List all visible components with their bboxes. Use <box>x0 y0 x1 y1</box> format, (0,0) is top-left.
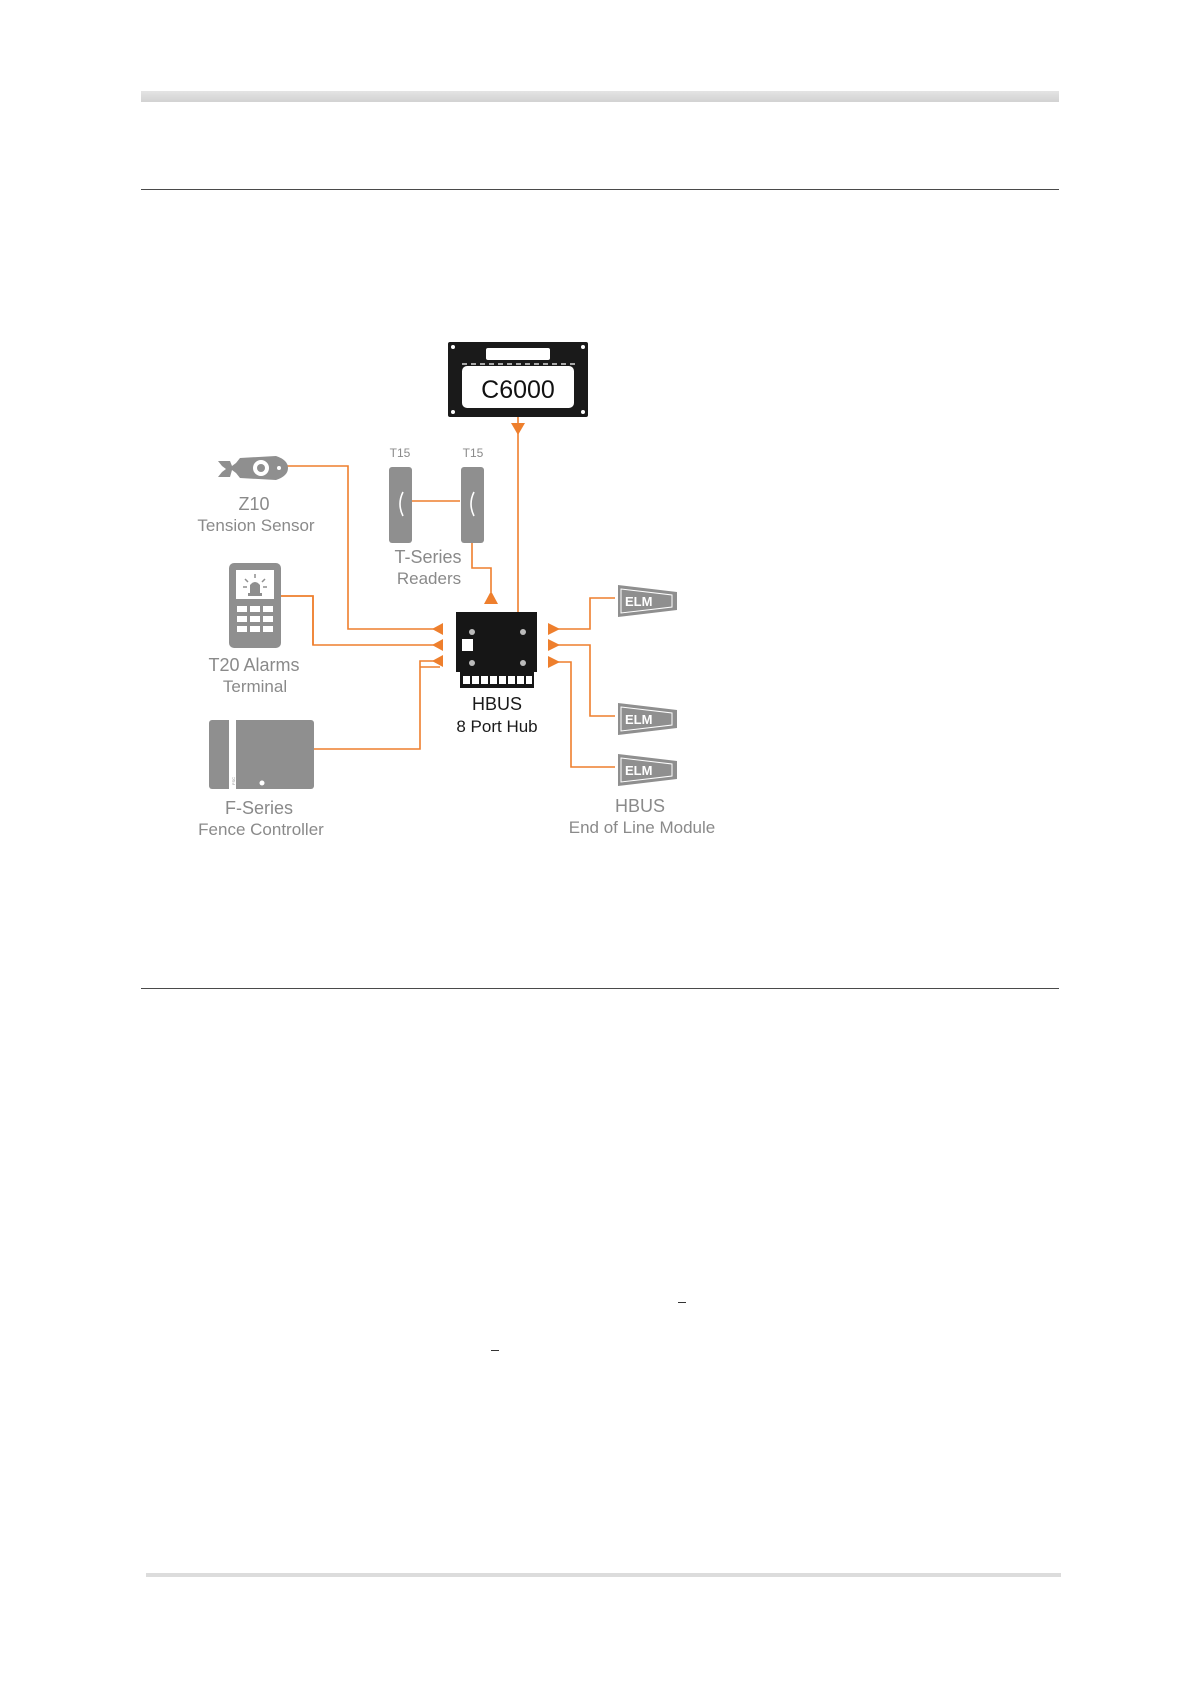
t20-to-hub-line-2 <box>278 596 313 645</box>
elm-module-1: ELM <box>618 585 677 617</box>
fseries-to-hub-line <box>314 661 440 749</box>
fence-controller-icon: FSC <box>209 720 314 789</box>
arrow-controller-down <box>511 423 525 435</box>
elm-badge: ELM <box>625 763 652 778</box>
elm-module-2: ELM <box>618 703 677 735</box>
t20-to-hub-line-1 <box>278 596 440 645</box>
arrow-hub-left-3 <box>432 655 443 667</box>
elm-label-line2: End of Line Module <box>569 818 716 837</box>
fseries-label-line2: Fence Controller <box>198 820 324 839</box>
t20-alarms-terminal: T20 Alarms Terminal <box>208 563 299 696</box>
arrow-hub-right-2 <box>548 639 560 651</box>
tseries-label-line2: Readers <box>397 569 461 588</box>
arrow-hub-left-2 <box>432 639 443 651</box>
hub-to-elm-2-line <box>557 645 615 716</box>
elm-module-3: ELM <box>618 754 677 786</box>
tension-sensor-icon <box>218 456 288 480</box>
keypad-icon <box>229 563 281 648</box>
elm-badge: ELM <box>625 594 652 609</box>
t20-label-line2: Terminal <box>223 677 287 696</box>
hub-to-elm-3-line <box>557 662 615 767</box>
hub-label-line2: 8 Port Hub <box>456 717 537 736</box>
card-reader-icon <box>389 467 412 543</box>
z10-label-line2: Tension Sensor <box>197 516 315 535</box>
reader-1-label: T15 <box>390 446 411 460</box>
t20-label-line1: T20 Alarms <box>208 655 299 675</box>
readers-to-hub-line <box>472 538 491 592</box>
elm-label-line1: HBUS <box>615 796 665 816</box>
arrow-hub-left-1 <box>432 623 443 635</box>
hbus-hub: HBUS 8 Port Hub <box>456 612 538 736</box>
hub-to-elm-1-line <box>557 598 615 629</box>
tseries-readers: T15 T15 T-Series Readers <box>389 446 484 588</box>
elm-badge: ELM <box>625 712 652 727</box>
hub-label-line1: HBUS <box>472 694 522 714</box>
arrow-readers-up <box>484 591 498 604</box>
fseries-tag: FSC <box>231 777 236 785</box>
tseries-label-line1: T-Series <box>394 547 461 567</box>
fseries-label-line1: F-Series <box>225 798 293 818</box>
card-reader-icon <box>461 467 484 543</box>
controller-label: C6000 <box>481 376 555 404</box>
z10-tension-sensor: Z10 Tension Sensor <box>197 456 315 535</box>
connections <box>278 412 615 767</box>
arrow-hub-right-3 <box>548 656 560 668</box>
arrow-hub-right-1 <box>548 623 560 635</box>
fseries-fence-controller: FSC F-Series Fence Controller <box>198 720 324 839</box>
c6000-controller: C6000 <box>448 342 588 417</box>
z10-label-line1: Z10 <box>238 494 269 514</box>
reader-2-label: T15 <box>463 446 484 460</box>
